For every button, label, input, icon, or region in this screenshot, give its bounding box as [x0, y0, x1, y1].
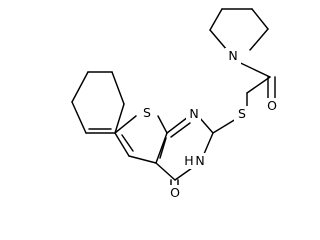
bond-piperidine-1: [209, 29, 228, 51]
bond-pyrimidine-c-n-lower: [203, 132, 214, 155]
atom-bg-o-carbonyl-ring: [167, 185, 183, 199]
bond-thiophene-c-c-fused: [155, 132, 168, 164]
bond-thiophene-c-c-left: [114, 132, 130, 157]
atom-bg-nh-ring: [181, 153, 209, 169]
atom-o-amide: O: [267, 98, 277, 113]
atom-s-thioether: S: [238, 106, 246, 121]
atom-n-nh: N: [195, 153, 204, 168]
bond-cyclohexane-1: [114, 103, 125, 134]
bond-piperidine-5: [249, 28, 269, 51]
atom-labels: S N H N O S O N: [140, 48, 280, 200]
bond-cyclohexane-4: [71, 71, 89, 103]
bond-pyrimidine-n-c: [198, 116, 214, 134]
bond-thiophene-s-c: [157, 115, 168, 134]
atom-h-ring: H: [184, 153, 193, 168]
bond-ring-thioether: [212, 118, 237, 134]
bond-pyrimidine-n-c-lower: [174, 167, 193, 181]
bond-pyrimidine-c-c-fused: [155, 162, 176, 181]
bond-thiophene-c-c-left-double: [121, 134, 134, 152]
bond-cyclohexane-2: [111, 71, 125, 105]
bond-piperidine-2: [209, 8, 223, 31]
atom-s-ring: S: [143, 105, 151, 120]
bonds: [71, 8, 276, 192]
atom-bg-n-piperidine: [225, 48, 241, 64]
bond-pyrimidine-c-c-fused-double: [159, 137, 167, 159]
bond-pyrimidine-c-n-double: [170, 122, 191, 138]
bond-pyrimidine-c-n: [166, 116, 189, 134]
bond-piperidine-4: [251, 8, 269, 30]
atom-bg-o-amide: [264, 98, 280, 114]
chemical-structure: S N H N O S O N: [71, 8, 280, 200]
bond-thiophene-c-c-lower: [128, 155, 157, 164]
bond-methylene-carbonyl: [246, 76, 271, 94]
bond-cyclohexane-5: [71, 101, 87, 134]
atom-o-carbonyl-ring: O: [170, 185, 180, 200]
atom-n-piperidine: N: [228, 48, 237, 63]
atom-bg-s-thioether: [234, 106, 249, 122]
atom-n-ring: N: [189, 106, 198, 121]
atom-bg-s-ring: [140, 105, 154, 121]
bond-thiophene-c-s: [114, 115, 137, 134]
atom-bg-n-ring: [186, 106, 201, 122]
